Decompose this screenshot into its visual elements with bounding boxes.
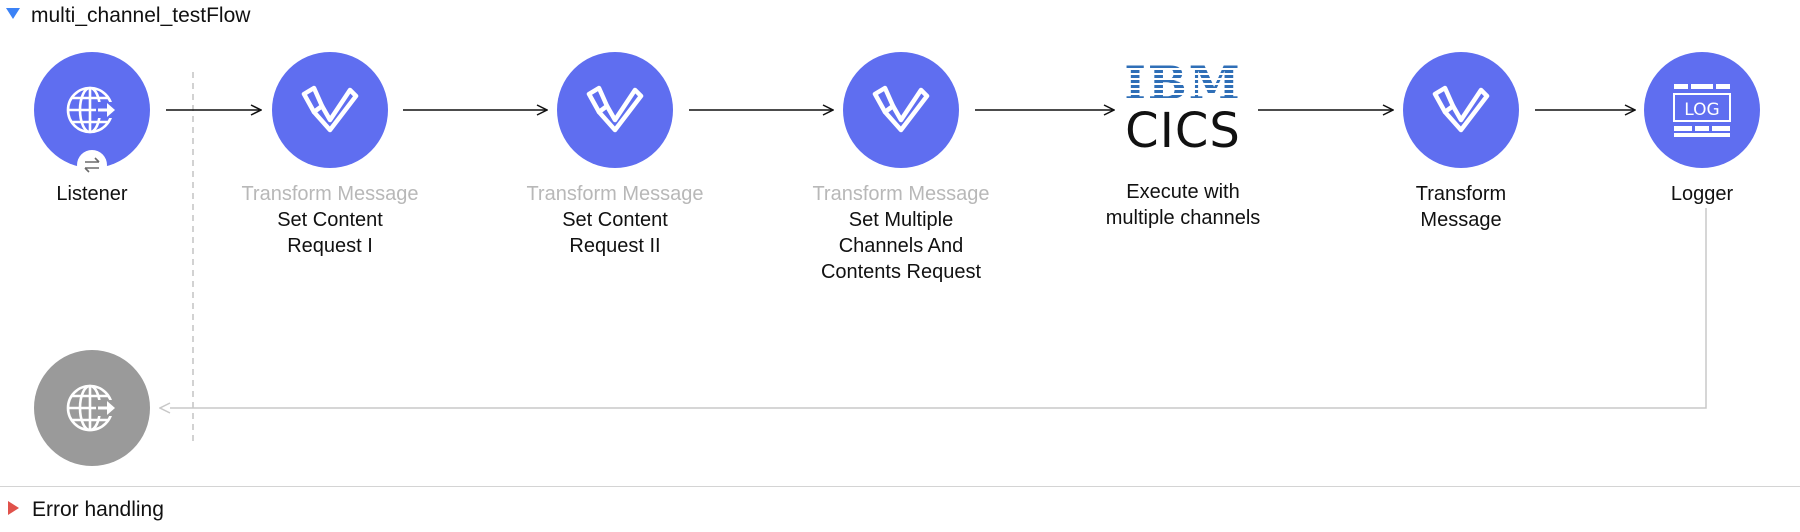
transform-circle-1[interactable] bbox=[272, 52, 388, 168]
dataweave-icon bbox=[301, 85, 359, 133]
error-handling-title: Error handling bbox=[32, 498, 164, 521]
response-node[interactable] bbox=[0, 350, 202, 466]
transform-node-4[interactable]: Transform Message bbox=[1351, 52, 1571, 233]
transform-node-3[interactable]: Transform Message Set Multiple Channels … bbox=[791, 52, 1011, 285]
globe-listener-icon bbox=[66, 86, 116, 134]
logger-label: Logger bbox=[1670, 183, 1734, 205]
dataweave-icon bbox=[586, 85, 644, 133]
dataweave-icon bbox=[1432, 85, 1490, 133]
label-line: Channels And bbox=[838, 235, 964, 257]
label-line: Request II bbox=[569, 235, 661, 257]
swap-badge bbox=[77, 150, 107, 180]
listener-circle[interactable] bbox=[34, 52, 150, 180]
transform-circle-2[interactable] bbox=[557, 52, 673, 168]
transform-node-1[interactable]: Transform Message Set Content Request I bbox=[220, 52, 440, 259]
cics-node[interactable]: IBM CICS Execute with multiple channels bbox=[1073, 58, 1293, 231]
expand-triangle-icon[interactable] bbox=[8, 501, 19, 515]
error-handling-header[interactable]: Error handling bbox=[8, 496, 164, 524]
flow-title: multi_channel_testFlow bbox=[31, 4, 251, 27]
cics-label: Execute with multiple channels bbox=[1073, 179, 1293, 231]
label-line: Request I bbox=[287, 235, 373, 257]
listener-node[interactable]: Listener bbox=[0, 52, 202, 207]
label-line: Transform bbox=[1415, 183, 1507, 205]
transform-label-2: Set Content Request II bbox=[505, 207, 725, 259]
transform-subtitle-3: Transform Message bbox=[812, 183, 990, 205]
log-icon: LOG bbox=[1673, 84, 1731, 137]
transform-label-1: Set Content Request I bbox=[220, 207, 440, 259]
log-icon-text: LOG bbox=[1684, 100, 1719, 120]
response-circle[interactable] bbox=[34, 350, 150, 466]
transform-subtitle-1: Transform Message bbox=[241, 183, 419, 205]
transform-circle-4[interactable] bbox=[1403, 52, 1519, 168]
globe-response-icon bbox=[66, 384, 116, 432]
label-line: Message bbox=[1420, 209, 1502, 231]
ibm-cics-logo[interactable]: IBM CICS bbox=[1121, 58, 1245, 158]
label-line: Set Content bbox=[277, 209, 383, 231]
label-line: multiple channels bbox=[1105, 207, 1261, 229]
label-line: Set Multiple bbox=[848, 209, 954, 231]
error-section-divider bbox=[0, 486, 1800, 487]
transform-node-2[interactable]: Transform Message Set Content Request II bbox=[505, 52, 725, 259]
flow-header[interactable]: multi_channel_testFlow bbox=[6, 4, 250, 28]
label-line: Contents Request bbox=[820, 261, 982, 283]
ibm-logo-text: IBM bbox=[1124, 56, 1242, 110]
transform-circle-3[interactable] bbox=[843, 52, 959, 168]
dataweave-icon bbox=[872, 85, 930, 133]
label-line: Set Content bbox=[562, 209, 668, 231]
transform-subtitle-2: Transform Message bbox=[526, 183, 704, 205]
label-line: Execute with bbox=[1126, 181, 1240, 203]
collapse-triangle-icon[interactable] bbox=[6, 7, 20, 19]
transform-label-4: Transform Message bbox=[1351, 181, 1571, 233]
cics-logo-text: CICS bbox=[1125, 103, 1241, 159]
logger-node[interactable]: LOG Logger bbox=[1592, 52, 1800, 207]
listener-label: Listener bbox=[56, 183, 128, 205]
transform-label-3: Set Multiple Channels And Contents Reque… bbox=[791, 207, 1011, 285]
logger-circle[interactable]: LOG bbox=[1644, 52, 1760, 168]
swap-arrows-icon bbox=[84, 157, 100, 173]
